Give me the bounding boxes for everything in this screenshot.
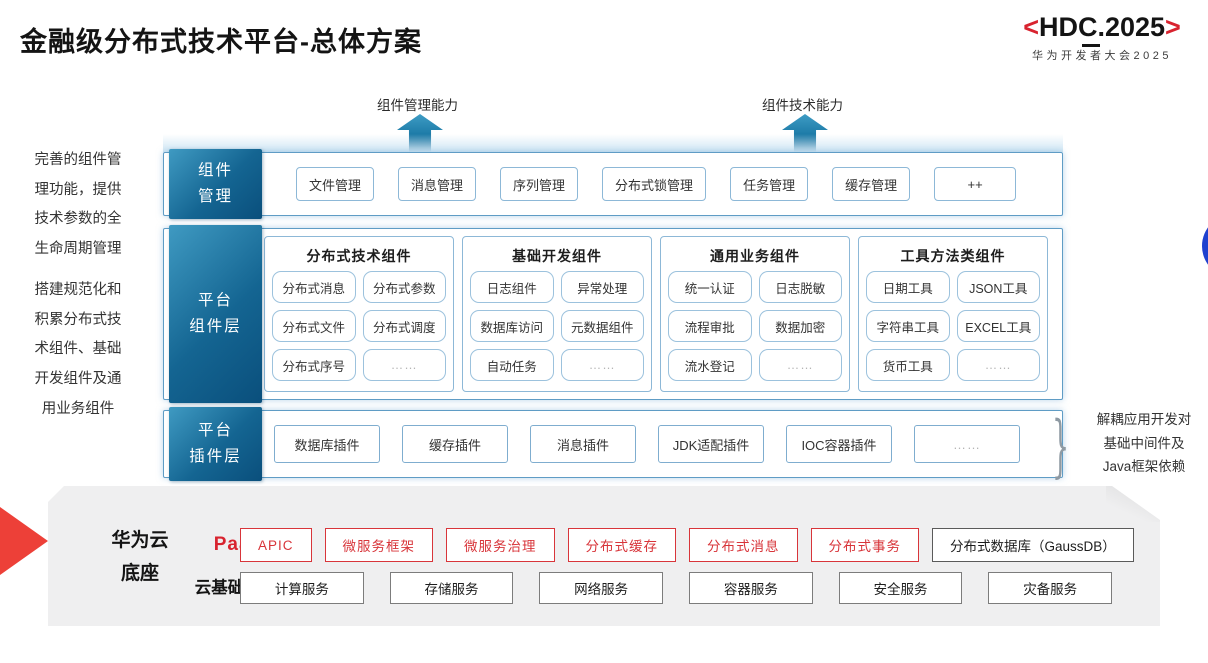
component-chip: 自动任务 (470, 349, 554, 381)
cloud-service-chip: 计算服务 (240, 572, 364, 604)
component-chip: 文件管理 (296, 167, 375, 201)
component-chip: 序列管理 (500, 167, 579, 201)
group-common-business: 通用业务组件 统一认证 日志脱敏 流程审批 数据加密 流水登记 …… (660, 236, 850, 392)
group-title: 基础开发组件 (512, 248, 602, 264)
layer-label-platform-components: 平台 组件层 (169, 225, 262, 403)
paas-chip-gaussdb: 分布式数据库（GaussDB） (932, 528, 1134, 562)
component-chip: 分布式参数 (362, 271, 446, 303)
paas-chip: 分布式消息 (689, 528, 798, 562)
component-chip: 统一认证 (668, 271, 752, 303)
component-chip: 日志组件 (470, 271, 554, 303)
red-arrow-icon (0, 507, 48, 575)
panel-top-glow (163, 134, 1063, 152)
component-chip: 异常处理 (560, 271, 644, 303)
cloud-service-chip: 灾备服务 (988, 572, 1113, 604)
group-distributed-tech: 分布式技术组件 分布式消息 分布式参数 分布式文件 分布式调度 分布式序号 …… (264, 236, 454, 392)
blue-circle-decoration (1202, 214, 1208, 278)
component-chip-more: …… (560, 349, 644, 381)
group-title: 工具方法类组件 (900, 248, 1006, 264)
component-chip: 分布式调度 (362, 310, 446, 342)
annotation-component-management: 完善的组件管 理功能，提供 技术参数的全 生命周期管理 (34, 152, 122, 258)
paas-chip: 微服务框架 (324, 528, 434, 562)
cloud-service-chip: 容器服务 (689, 572, 813, 604)
capability-label-management: 组件管理能力 (377, 98, 458, 113)
component-chip: 元数据组件 (560, 310, 644, 342)
group-title: 分布式技术组件 (306, 248, 412, 264)
logo-left-bracket-icon: < (1023, 12, 1039, 42)
cloud-service-chip: 网络服务 (539, 572, 664, 604)
component-chip: 分布式文件 (272, 310, 356, 342)
component-chip: 数据库访问 (470, 310, 554, 342)
plugin-chip: IOC容器插件 (786, 425, 892, 463)
layer-label-platform-plugins: 平台 插件层 (169, 407, 262, 481)
plugin-chip: JDK适配插件 (658, 425, 764, 463)
logo-c-underline (1082, 44, 1101, 47)
logo-right-bracket-icon: > (1165, 12, 1181, 42)
logo-wordmark: HDC.2025 (1038, 12, 1166, 42)
component-chip: 任务管理 (730, 167, 809, 201)
huawei-cloud-foundation: 华为云 底座 PaaS APIC 微服务框架 微服务治理 分布式缓存 分布式消息… (48, 486, 1160, 626)
component-chip: 分布式锁管理 (602, 167, 707, 201)
architecture-diagram: 组件 管理 文件管理 消息管理 序列管理 分布式锁管理 任务管理 缓存管理 ++… (163, 149, 1063, 482)
capability-label-technology: 组件技术能力 (762, 98, 843, 113)
plugin-chip-more: …… (914, 425, 1020, 463)
annotation-decoupling: 解耦应用开发对 基础中间件及 Java框架依赖 (1096, 412, 1192, 475)
cloud-service-chip: 安全服务 (838, 572, 963, 604)
right-brace-icon: } (1052, 408, 1070, 486)
component-chip-more: …… (758, 349, 842, 381)
component-chip: 分布式序号 (272, 349, 356, 381)
group-grid: 统一认证 日志脱敏 流程审批 数据加密 流水登记 …… (668, 271, 842, 384)
component-chip: 分布式消息 (272, 271, 356, 303)
group-grid: 日期工具 JSON工具 字符串工具 EXCEL工具 货币工具 …… (866, 271, 1040, 384)
corner-fold-decoration (1106, 486, 1160, 522)
cloud-services-row: 计算服务 存储服务 网络服务 容器服务 安全服务 灾备服务 (240, 572, 1113, 604)
group-title: 通用业务组件 (710, 248, 800, 264)
paas-chip: 微服务治理 (446, 528, 555, 562)
component-chip: 流程审批 (668, 310, 752, 342)
plugin-chip: 缓存插件 (402, 425, 508, 463)
layer-label-component-management: 组件 管理 (169, 149, 262, 219)
paas-chip: 分布式事务 (810, 528, 920, 562)
plugin-chip: 消息插件 (530, 425, 636, 463)
component-chip: 日期工具 (866, 271, 950, 303)
component-chip: 缓存管理 (832, 167, 911, 201)
foundation-label: 华为云 底座 (111, 530, 169, 585)
group-basic-dev: 基础开发组件 日志组件 异常处理 数据库访问 元数据组件 自动任务 …… (462, 236, 652, 392)
group-grid: 日志组件 异常处理 数据库访问 元数据组件 自动任务 …… (470, 271, 644, 384)
component-chip: 消息管理 (398, 167, 477, 201)
component-chip-more: ++ (934, 167, 1017, 201)
paas-chip: 分布式缓存 (567, 528, 677, 562)
plugin-chip: 数据库插件 (274, 425, 380, 463)
cloud-service-chip: 存储服务 (389, 572, 514, 604)
component-chip-more: …… (956, 349, 1040, 381)
logo-subtitle: 华为开发者大会2025 (1032, 50, 1172, 62)
paas-chip: APIC (240, 528, 312, 562)
layer-platform-components: 平台 组件层 分布式技术组件 分布式消息 分布式参数 分布式文件 分布式调度 分… (163, 225, 1063, 403)
annotation-component-building: 搭建规范化和 积累分布式技 术组件、基础 开发组件及通 用业务组件 (34, 282, 122, 417)
hdc-2025-logo: <HDC.2025> 华为开发者大会2025 (1002, 12, 1202, 63)
component-chip-more: …… (362, 349, 446, 381)
component-chip: 流水登记 (668, 349, 752, 381)
group-grid: 分布式消息 分布式参数 分布式文件 分布式调度 分布式序号 …… (272, 271, 446, 384)
group-tool-methods: 工具方法类组件 日期工具 JSON工具 字符串工具 EXCEL工具 货币工具 …… (858, 236, 1048, 392)
page-title: 金融级分布式技术平台-总体方案 (20, 27, 422, 57)
hdc-logo-text: <HDC.2025> (1023, 12, 1181, 47)
paas-services-row: APIC 微服务框架 微服务治理 分布式缓存 分布式消息 分布式事务 分布式数据… (240, 528, 1134, 562)
component-chip: 日志脱敏 (758, 271, 842, 303)
component-chip: EXCEL工具 (956, 310, 1040, 342)
component-chip: 字符串工具 (866, 310, 950, 342)
component-chip: JSON工具 (956, 271, 1040, 303)
layer-component-management: 组件 管理 文件管理 消息管理 序列管理 分布式锁管理 任务管理 缓存管理 ++ (163, 149, 1063, 219)
component-chip: 货币工具 (866, 349, 950, 381)
component-chip: 数据加密 (758, 310, 842, 342)
layer-platform-plugins: 平台 插件层 数据库插件 缓存插件 消息插件 JDK适配插件 IOC容器插件 …… (163, 407, 1063, 481)
